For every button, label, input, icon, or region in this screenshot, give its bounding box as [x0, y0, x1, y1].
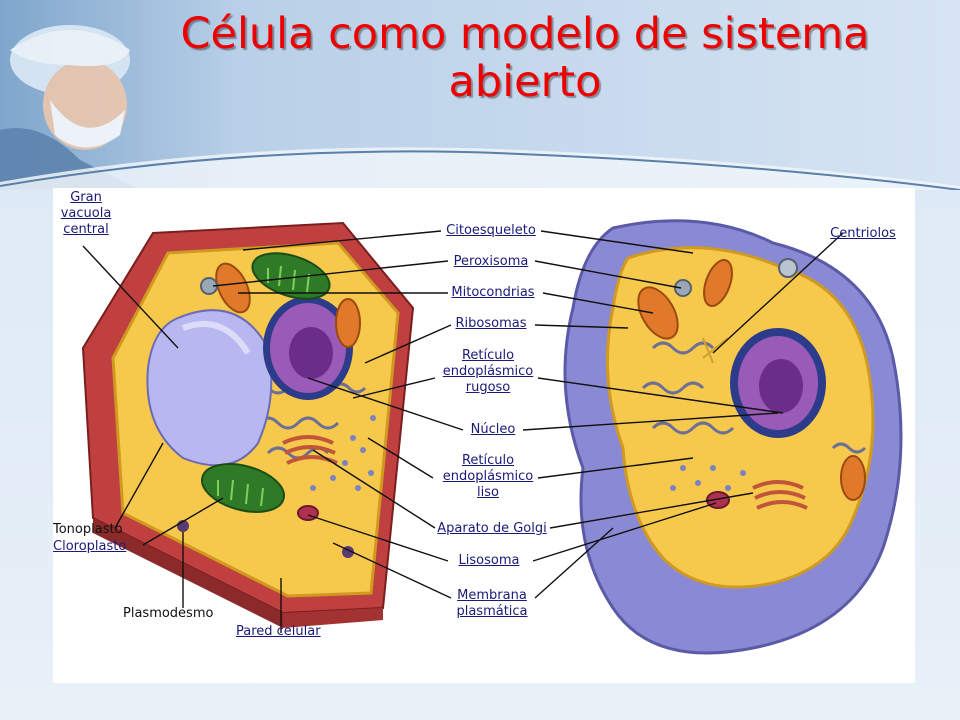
label-reticulo-liso: Retículo endoplásmico liso — [442, 453, 534, 500]
cell-diagram: Gran vacuola central Citoesqueleto Perox… — [53, 188, 915, 683]
label-lisosoma: Lisosoma — [458, 553, 520, 568]
slide-banner — [0, 0, 960, 191]
doctor-photo — [0, 25, 140, 190]
label-peroxisoma: Peroxisoma — [453, 254, 529, 269]
cell-illustration — [81, 219, 903, 655]
slide-title: Célula como modelo de sistema abierto — [180, 9, 870, 107]
plant-cell — [81, 221, 415, 628]
label-nucleo: Núcleo — [470, 422, 516, 437]
golgi-plant-shape — [282, 435, 338, 465]
label-citoesqueleto: Citoesqueleto — [446, 223, 536, 238]
animal-cell — [563, 219, 903, 655]
label-plasmodesmo: Plasmodesmo — [123, 606, 214, 621]
label-membrana-plasmatica: Membrana plasmática — [456, 588, 528, 619]
leader-lines — [82, 230, 844, 633]
label-mitocondrias: Mitocondrias — [451, 285, 535, 300]
label-centriolos: Centriolos — [830, 226, 896, 241]
label-pared-celular: Pared celular — [236, 624, 321, 639]
label-aparato-golgi: Aparato de Golgi — [437, 521, 547, 536]
label-cloroplasto: Cloroplasto — [53, 539, 127, 554]
golgi-animal-shape — [752, 480, 808, 510]
vacuola-shape — [146, 309, 273, 467]
label-reticulo-rugoso: Retículo endoplásmico rugoso — [442, 348, 534, 395]
label-tonoplasto: Tonoplasto — [53, 522, 123, 537]
cloroplasto-shapes — [201, 252, 331, 513]
label-ribosomas: Ribosomas — [455, 316, 527, 331]
label-gran-vacuola-central: Gran vacuola central — [60, 190, 112, 237]
centriolos-shape — [702, 337, 729, 364]
banner-art — [0, 0, 960, 191]
